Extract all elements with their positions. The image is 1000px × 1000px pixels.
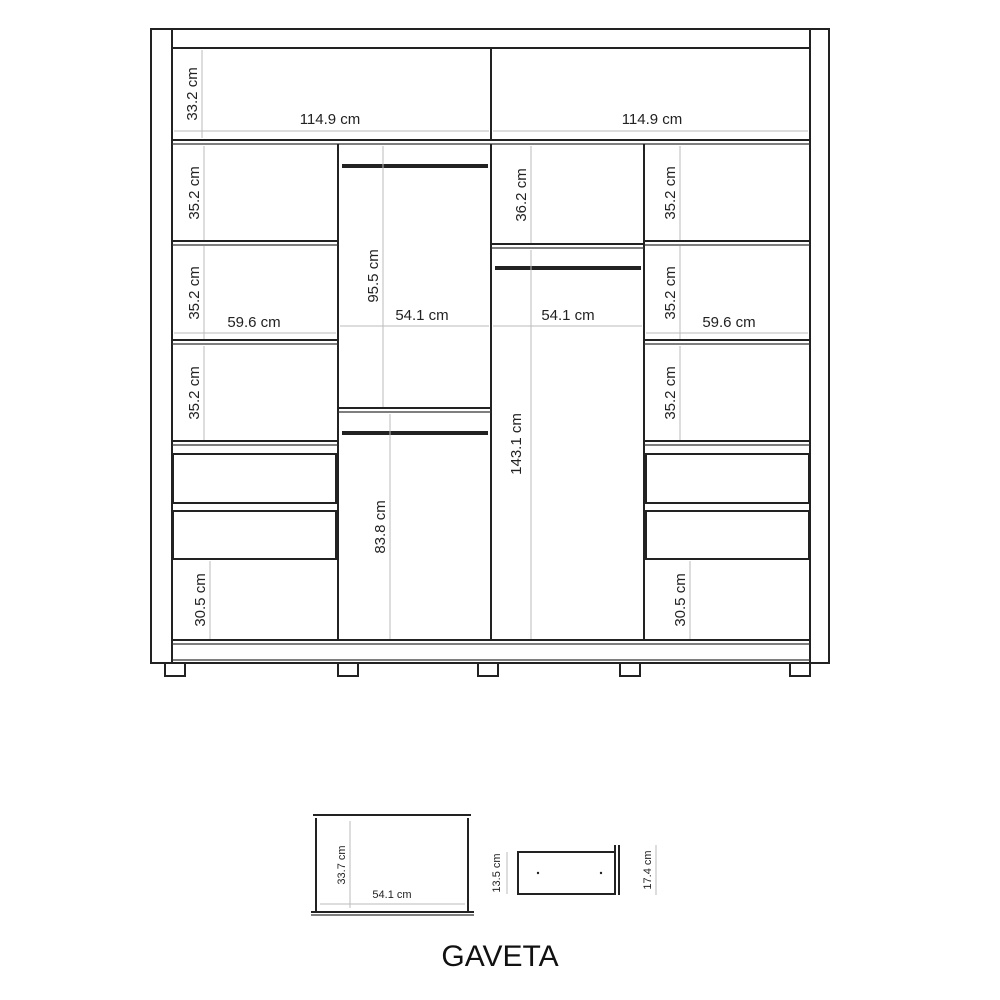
top-height-label: 33.2 cm <box>184 67 201 120</box>
top-left-width-label: 114.9 cm <box>300 111 361 128</box>
dimension-lines <box>174 50 808 639</box>
drawer-top-view: 33.7 cm 54.1 cm <box>311 814 474 916</box>
right-drawer-2 <box>645 510 810 560</box>
drawer-inner-height-label: 13.5 cm <box>491 853 503 892</box>
left-drawer-1 <box>172 453 337 504</box>
left-shelf-1-height: 35.2 cm <box>186 166 203 219</box>
drawer-front-view: 13.5 cm 17.4 cm <box>491 845 657 895</box>
center-right-hanging-height: 143.1 cm <box>508 413 525 475</box>
right-shelf-3-height: 35.2 cm <box>662 366 679 419</box>
top-right-width-label: 114.9 cm <box>622 111 683 128</box>
left-shelves <box>172 240 338 560</box>
right-shelf-2-height: 35.2 cm <box>662 266 679 319</box>
left-bottom-height: 30.5 cm <box>192 573 209 626</box>
center-left-lower-height: 83.8 cm <box>372 500 389 553</box>
center-right-width: 54.1 cm <box>541 307 594 324</box>
left-drawer-2 <box>172 510 337 560</box>
vertical-dividers <box>337 144 645 640</box>
right-shelf-1-height: 35.2 cm <box>662 166 679 219</box>
center-left-compartment <box>338 164 491 435</box>
feet <box>164 662 811 677</box>
drawer-front-height-label: 17.4 cm <box>642 850 654 889</box>
center-left-width: 54.1 cm <box>395 307 448 324</box>
center-right-top-height: 36.2 cm <box>513 168 530 221</box>
right-shelves <box>644 240 810 560</box>
drawer-depth-label: 33.7 cm <box>336 845 348 884</box>
left-shelf-3-height: 35.2 cm <box>186 366 203 419</box>
dimension-labels: 114.9 cm 114.9 cm 33.2 cm 35.2 cm 35.2 c… <box>184 67 756 626</box>
right-shelf-width: 59.6 cm <box>702 314 755 331</box>
right-bottom-height: 30.5 cm <box>672 573 689 626</box>
left-shelf-2-height: 35.2 cm <box>186 266 203 319</box>
drawer-title: GAVETA <box>441 940 559 973</box>
right-drawer-1 <box>645 453 810 504</box>
center-right-compartment <box>491 243 644 270</box>
left-shelf-width: 59.6 cm <box>227 314 280 331</box>
drawer-width-label: 54.1 cm <box>372 889 411 901</box>
center-left-upper-height: 95.5 cm <box>365 249 382 302</box>
